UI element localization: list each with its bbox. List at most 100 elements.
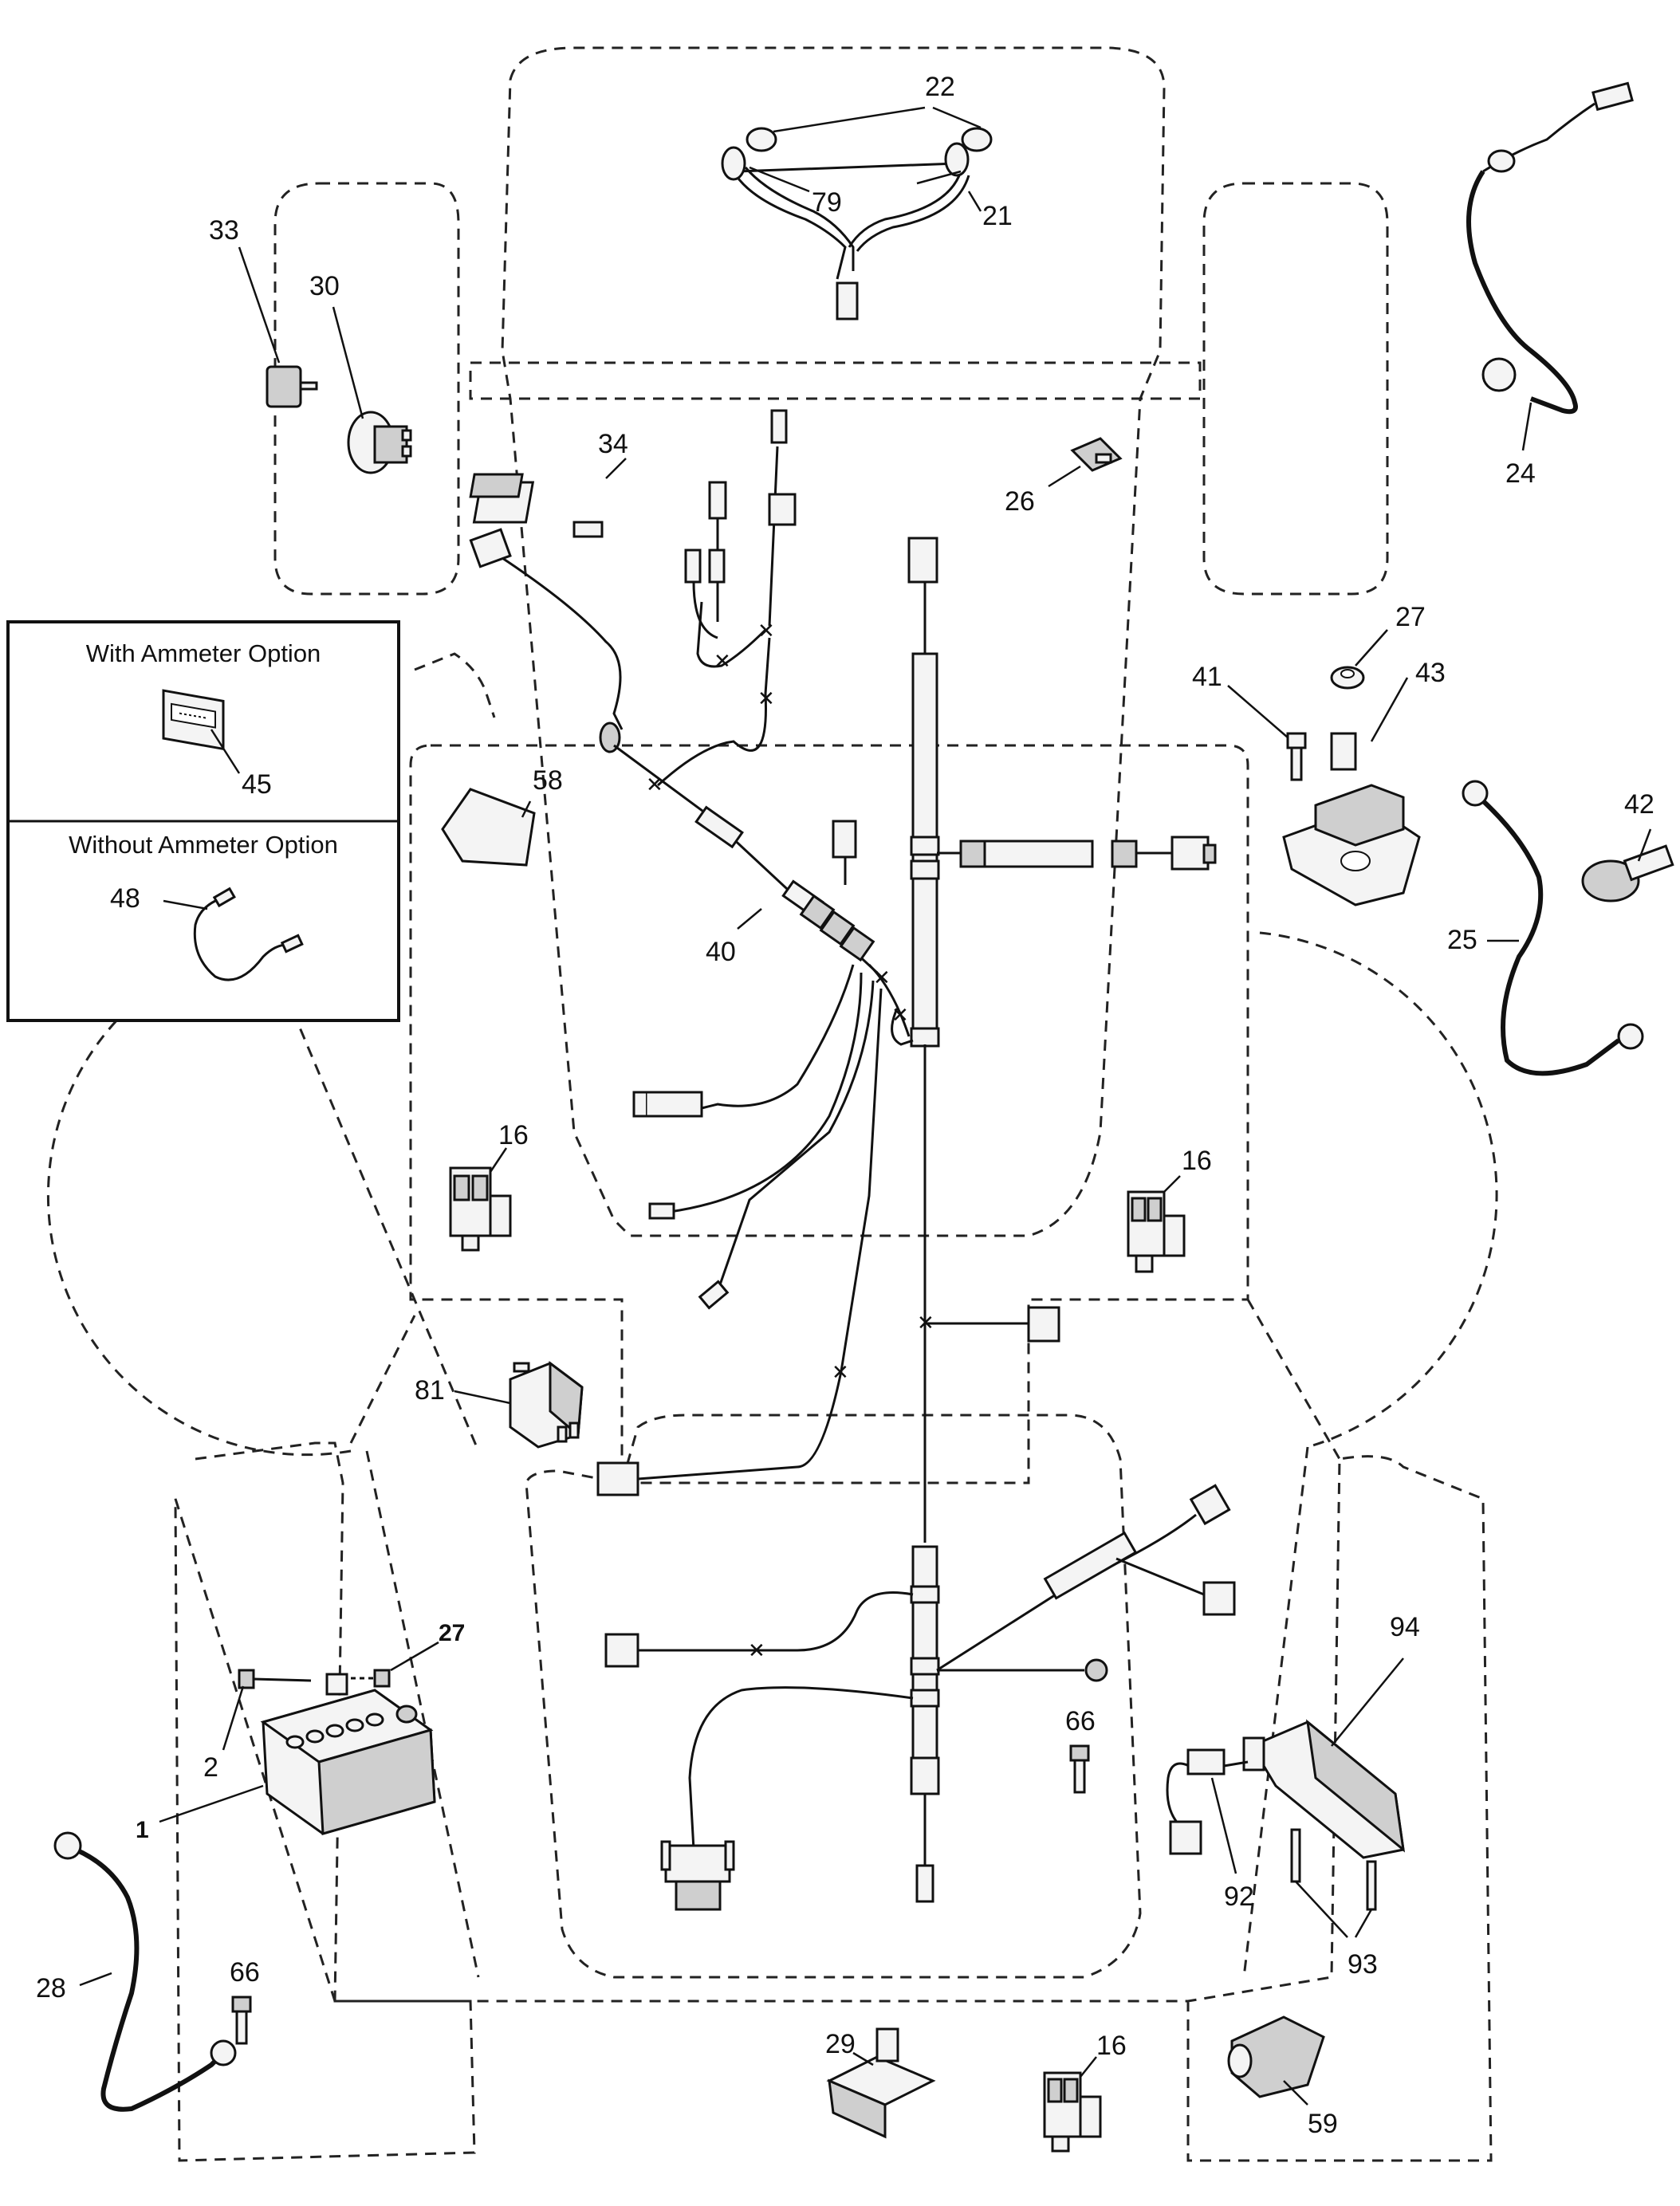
battery-nut [351,1669,391,1688]
headlight-connector [836,281,859,320]
callout-27b: 27 [439,1620,465,1646]
headlight-left [721,146,746,181]
callout-48: 48 [110,883,140,914]
without-ammeter-title: Without Ammeter Option [69,831,338,859]
control-module [1242,1719,1406,1859]
rear-end-connector [915,1864,934,1903]
seat-switch-connector [660,1840,735,1911]
callout-41: 41 [1192,662,1222,692]
left-linkage-lines [262,940,480,1978]
battery-cable-24 [1466,81,1634,415]
callout-22: 22 [925,72,955,102]
callout-2: 2 [203,1752,218,1783]
rear-plug-upper [1189,1484,1231,1526]
callout-93: 93 [1348,1949,1378,1980]
leader-30 [332,306,364,419]
callout-43: 43 [1415,658,1446,688]
leader-27b [390,1641,439,1672]
right-linkage-lines [1242,1299,1341,1978]
leader-22 [773,106,982,133]
leader-24 [1521,402,1532,451]
terminal-boot [1581,844,1674,902]
screw-66-right [1069,1744,1090,1794]
leader-16a [489,1147,508,1173]
relay-plug [596,1461,639,1496]
callout-24: 24 [1505,458,1536,489]
callout-59: 59 [1308,2109,1338,2139]
callout-33: 33 [209,215,239,246]
callout-16a: 16 [498,1120,529,1150]
rear-plug-left [604,1633,639,1668]
right-fender-circle [1259,931,1498,1449]
leader-48 [163,899,208,910]
leader-1 [159,1784,264,1823]
ring-terminal [1084,1658,1108,1682]
harness-mid-right-plug [1027,1306,1060,1343]
callout-79: 79 [812,187,842,218]
ammeter-gauge-icon [162,689,225,751]
leader-59 [1283,2080,1308,2106]
svg-text:✕: ✕ [757,687,775,711]
rear-harness: ✕ [604,1484,1236,1911]
ignition-key [266,365,318,408]
callout-28: 28 [36,1973,66,2003]
callout-29: 29 [825,2029,856,2059]
leader-29 [852,2051,874,2066]
leader-42 [1637,828,1652,862]
leader-92 [1210,1777,1237,1874]
callout-25: 25 [1447,925,1477,955]
leader-40 [737,908,762,930]
callout-21: 21 [982,201,1013,231]
callout-94: 94 [1390,1612,1420,1642]
ignition-module-59 [1227,2015,1325,2098]
leader-34 [605,458,627,479]
battery-bolt [238,1669,312,1689]
rear-plug-lower [1202,1581,1236,1616]
ignition-switch [347,411,412,474]
hex-nut [1330,666,1365,690]
leader-21 [967,191,982,212]
callout-27a: 27 [1395,602,1426,632]
fuse [1070,437,1123,472]
main-wire-harness: ✕ ✕ ✕ ✕ ✕ [469,409,1217,1543]
leader-27a [1355,629,1388,667]
callout-16b: 16 [1182,1146,1212,1176]
starter-relay [509,1361,584,1449]
svg-text:✕: ✕ [714,650,731,674]
callout-58: 58 [533,765,563,796]
callout-66b: 66 [1065,1706,1096,1736]
leader-16c [1080,2056,1097,2078]
leader-2 [222,1685,245,1751]
starter-solenoid [1282,732,1421,906]
svg-text:✕: ✕ [832,1361,849,1385]
battery-cable-28 [53,1831,237,2112]
leader-58 [521,800,532,818]
ammeter-option-box: With Ammeter Option Without Ammeter Opti… [6,620,400,1022]
callout-1: 1 [136,1817,149,1843]
left-fender-circle [46,939,352,1457]
svg-text:✕: ✕ [757,619,775,643]
left-front-wheel-outline [273,182,460,596]
right-front-wheel-outline [1202,182,1389,596]
leader-41 [1227,685,1289,738]
with-ammeter-title: With Ammeter Option [86,639,321,667]
headlight-right [944,142,970,177]
harness-sleeve-right [963,840,1094,868]
callout-26: 26 [1005,486,1035,517]
leader-26 [1048,465,1081,488]
safety-switch-right [1127,1190,1186,1273]
leader-81 [454,1390,511,1405]
svg-text:✕: ✕ [748,1639,765,1663]
left-linkage-outline [414,652,496,718]
safety-switch-left [449,1166,512,1252]
seat-deck-outline [174,1441,1493,2162]
pto-connector [644,1091,703,1118]
battery [260,1673,436,1835]
leader-94 [1331,1657,1404,1747]
harness-small-plug [832,820,857,859]
leader-79 [749,166,962,193]
svg-text:✕: ✕ [646,773,663,797]
screw-66-left [231,1996,252,2045]
module-harness [1166,1748,1249,1855]
battery-cable-25 [1462,780,1644,1076]
